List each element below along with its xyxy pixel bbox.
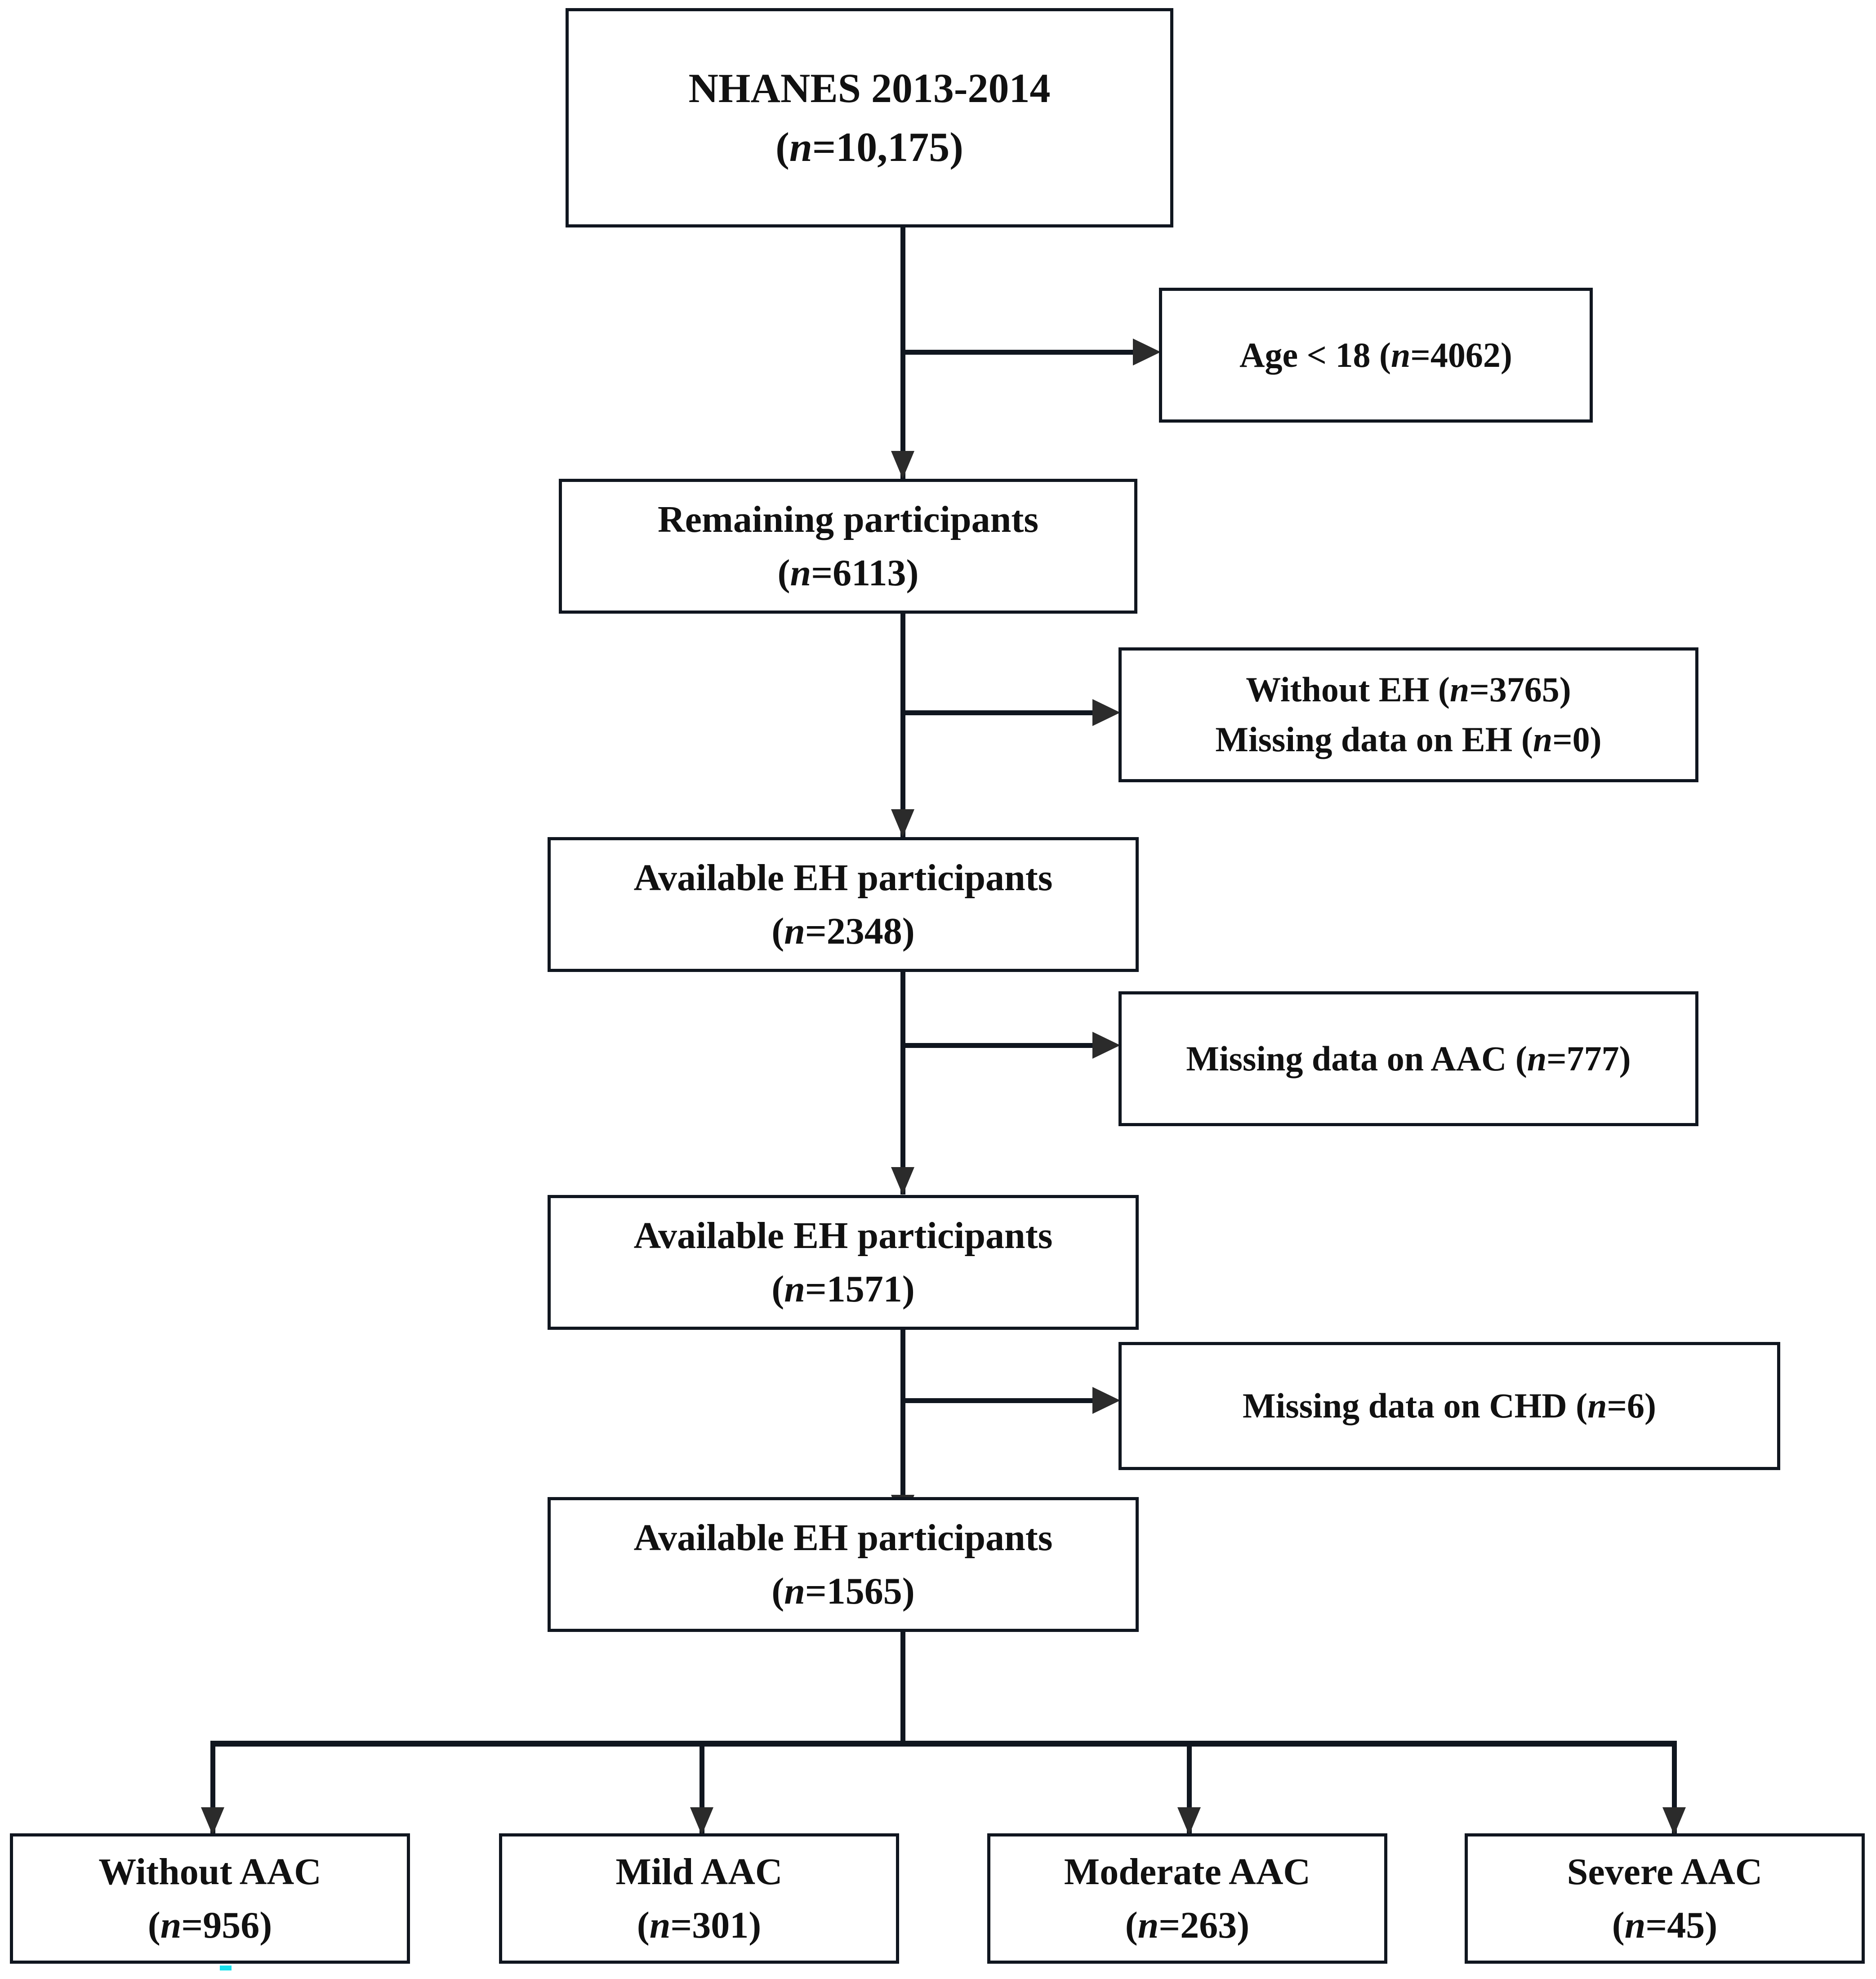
node-available-eh-2348-line2: (n=2348) — [771, 910, 915, 952]
connector-to-eh-exclusion — [900, 710, 1112, 715]
connector-drop-mild-aac — [700, 1741, 704, 1835]
node-exclusion-eh-line2: Missing data on EH (n=0) — [1215, 720, 1602, 759]
connector-drop-without-aac — [210, 1741, 215, 1835]
node-moderate-aac: Moderate AAC (n=263) — [987, 1833, 1387, 1964]
node-exclusion-age: Age < 18 (n=4062) — [1159, 288, 1593, 423]
node-severe-aac-line2: (n=45) — [1612, 1904, 1718, 1946]
connector-to-age-exclusion — [900, 350, 1152, 355]
arrowhead-to-aac-exclusion — [1092, 1032, 1120, 1059]
connector-remaining-to-eh2348 — [900, 614, 905, 838]
connector-eh1565-to-fanout — [900, 1632, 905, 1744]
node-without-aac: Without AAC (n=956) — [10, 1833, 410, 1964]
node-nhanes-source-line2: (n=10,175) — [775, 124, 963, 170]
connector-fanout-bar — [210, 1741, 1677, 1747]
arrowhead-to-eh1571 — [891, 1167, 914, 1195]
node-exclusion-age-line1: Age < 18 (n=4062) — [1239, 335, 1512, 374]
node-without-aac-line2: (n=956) — [147, 1904, 272, 1946]
node-available-eh-1571: Available EH participants (n=1571) — [548, 1195, 1139, 1330]
node-available-eh-2348-line1: Available EH participants — [633, 856, 1053, 899]
node-mild-aac-line1: Mild AAC — [615, 1850, 783, 1893]
node-moderate-aac-line1: Moderate AAC — [1064, 1850, 1311, 1893]
node-remaining-participants-line1: Remaining participants — [657, 498, 1039, 540]
node-mild-aac-line2: (n=301) — [637, 1904, 762, 1946]
node-remaining-participants: Remaining participants (n=6113) — [559, 479, 1137, 614]
connector-to-aac-exclusion — [900, 1043, 1112, 1048]
node-remaining-participants-line2: (n=6113) — [777, 552, 919, 594]
node-moderate-aac-line2: (n=263) — [1125, 1904, 1250, 1946]
node-without-aac-line1: Without AAC — [98, 1850, 321, 1893]
connector-eh2348-to-eh1571 — [900, 972, 905, 1195]
connector-drop-moderate-aac — [1187, 1741, 1192, 1835]
arrowhead-to-age-exclusion — [1133, 339, 1161, 365]
node-nhanes-source: NHANES 2013-2014 (n=10,175) — [566, 8, 1173, 227]
arrowhead-to-chd-exclusion — [1092, 1387, 1120, 1414]
node-nhanes-source-line1: NHANES 2013-2014 — [688, 65, 1051, 111]
node-exclusion-chd: Missing data on CHD (n=6) — [1118, 1342, 1780, 1470]
node-exclusion-aac-line1: Missing data on AAC (n=777) — [1186, 1039, 1631, 1078]
scan-artifact-mark — [220, 1966, 232, 1970]
arrowhead-severe-aac — [1662, 1807, 1686, 1835]
node-exclusion-aac: Missing data on AAC (n=777) — [1118, 991, 1698, 1126]
node-severe-aac-line1: Severe AAC — [1567, 1850, 1763, 1893]
node-exclusion-eh-line1: Without EH (n=3765) — [1246, 670, 1571, 709]
connector-drop-severe-aac — [1672, 1741, 1677, 1835]
node-available-eh-1565-line2: (n=1565) — [771, 1570, 915, 1612]
arrowhead-to-eh2348 — [891, 809, 914, 837]
node-available-eh-1571-line2: (n=1571) — [771, 1268, 915, 1310]
arrowhead-moderate-aac — [1177, 1807, 1201, 1835]
node-exclusion-eh: Without EH (n=3765) Missing data on EH (… — [1118, 647, 1698, 782]
arrowhead-mild-aac — [690, 1807, 713, 1835]
node-available-eh-1565: Available EH participants (n=1565) — [548, 1497, 1139, 1632]
node-available-eh-1565-line1: Available EH participants — [633, 1516, 1053, 1559]
connector-eh1571-to-eh1565 — [900, 1330, 905, 1523]
arrowhead-without-aac — [201, 1807, 224, 1835]
arrowhead-to-eh-exclusion — [1092, 699, 1120, 726]
connector-to-chd-exclusion — [900, 1398, 1112, 1403]
node-available-eh-2348: Available EH participants (n=2348) — [548, 837, 1139, 972]
node-exclusion-chd-line1: Missing data on CHD (n=6) — [1243, 1386, 1656, 1426]
node-severe-aac: Severe AAC (n=45) — [1465, 1833, 1865, 1964]
arrowhead-to-remaining — [891, 451, 914, 479]
node-mild-aac: Mild AAC (n=301) — [499, 1833, 899, 1964]
node-available-eh-1571-line1: Available EH participants — [633, 1214, 1053, 1257]
